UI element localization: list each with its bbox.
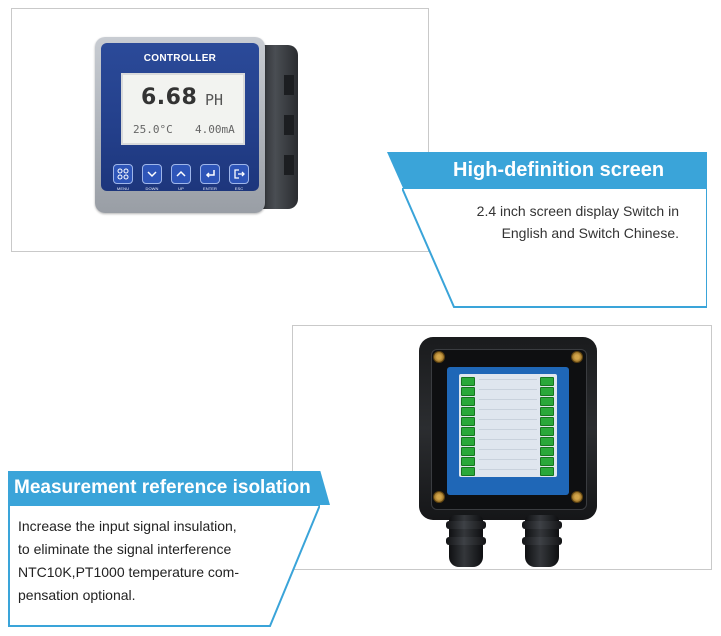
feature-screen-card: 2.4 inch screen display Switch in Englis… [402,188,707,308]
corner-screw [433,491,445,503]
feature-isolation-description: Increase the input signal insulation, to… [18,515,313,607]
corner-screw [571,351,583,363]
feature-screen-line-2: English and Switch Chinese. [501,225,679,241]
card-outline [8,505,320,627]
lcd-ph-unit: PH [205,91,224,109]
feature-isolation-card: Increase the input signal insulation, to… [8,505,320,627]
feature-screen-line-1: 2.4 inch screen display Switch in [476,203,679,219]
menu-grid-icon [117,168,129,180]
cable-gland-right [522,515,562,567]
terminal-label-strip [479,379,537,475]
enter-key-label: ENTER [202,186,218,191]
feature-isolation-title: Measurement reference isolation [14,477,311,498]
enter-return-icon [205,170,215,178]
lcd-ph-value: 6.68 [141,85,198,110]
up-key [171,164,191,184]
cable-gland-left [446,515,486,567]
corner-screw [433,351,445,363]
device-front-bezel: CONTROLLER 6.68 PH 25.0°C 4.00mA MENU [95,37,265,213]
device-front-panel: CONTROLLER 6.68 PH 25.0°C 4.00mA MENU [101,43,259,191]
chevron-down-icon [147,171,157,178]
feature-screen-description: 2.4 inch screen display Switch in Englis… [419,200,679,244]
corner-screw [571,491,583,503]
menu-key [113,164,133,184]
enter-key [200,164,220,184]
esc-key-label: ESC [234,186,244,191]
feature-isolation-line-3: NTC10K,PT1000 temperature com- [18,564,239,580]
device-side-housing [260,45,298,209]
chevron-up-icon [176,170,186,177]
feature-isolation-line-1: Increase the input signal insulation, [18,518,237,534]
lcd-current: 4.00mA [195,123,235,136]
lcd-temperature: 25.0°C [133,123,173,136]
feature-isolation-banner: Measurement reference isolation [8,471,330,505]
feature-isolation-line-4: pensation optional. [18,587,136,603]
esc-key [229,164,249,184]
junction-box-image [419,337,597,567]
down-key [142,164,162,184]
lcd-screen: 6.68 PH 25.0°C 4.00mA [121,73,245,145]
feature-isolation-line-2: to eliminate the signal interference [18,541,232,557]
feature-screen-title: High-definition screen [453,159,665,181]
device-keypad: MENU DOWN UP [113,164,253,191]
card-outline [402,188,707,308]
up-key-label: UP [178,186,184,191]
exit-icon [234,169,245,179]
down-key-label: DOWN [145,186,159,191]
menu-key-label: MENU [116,186,130,191]
controller-device-image: CONTROLLER 6.68 PH 25.0°C 4.00mA MENU [95,37,298,215]
device-panel-title: CONTROLLER [143,53,217,64]
feature-screen-banner: High-definition screen [387,152,707,188]
